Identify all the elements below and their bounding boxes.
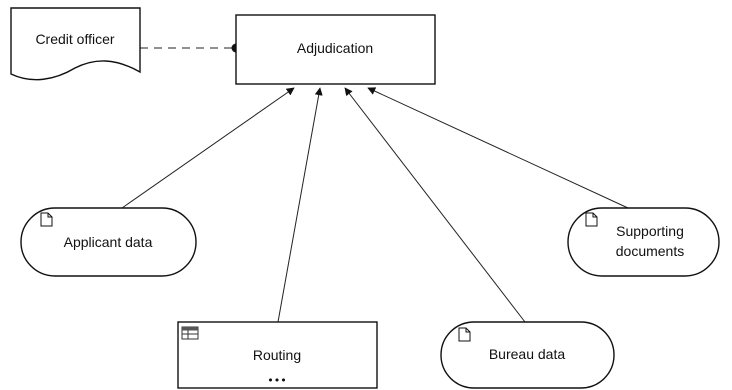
node-applicant-data[interactable]: Applicant data xyxy=(20,207,197,277)
edges xyxy=(121,43,629,323)
node-applicant-data-label: Applicant data xyxy=(64,234,153,250)
edge-applicant-data-adjudication[interactable] xyxy=(121,87,295,209)
edge-bureau-data-adjudication[interactable] xyxy=(344,87,526,323)
node-supporting-documents[interactable]: Supporting documents xyxy=(567,207,720,277)
document-icon xyxy=(40,212,53,227)
node-bureau-data-label: Bureau data xyxy=(489,346,565,362)
more-indicator[interactable]: ••• xyxy=(267,374,286,387)
node-routing-label: Routing xyxy=(253,347,301,363)
node-credit-officer[interactable]: Credit officer xyxy=(10,7,141,81)
node-routing[interactable]: Routing ••• xyxy=(177,321,378,389)
node-adjudication-label: Adjudication xyxy=(297,40,373,56)
node-bureau-data[interactable]: Bureau data xyxy=(440,321,615,389)
table-icon xyxy=(181,326,199,340)
document-icon xyxy=(585,212,598,227)
edge-supporting-documents-adjudication[interactable] xyxy=(367,87,629,209)
node-supporting-documents-label-line-2: documents xyxy=(616,243,684,259)
node-supporting-documents-label-line-1: Supporting xyxy=(616,223,684,239)
document-icon xyxy=(458,327,471,342)
edge-routing-adjudication[interactable] xyxy=(277,87,323,323)
node-credit-officer-label: Credit officer xyxy=(35,31,114,47)
node-adjudication[interactable]: Adjudication xyxy=(235,14,436,85)
